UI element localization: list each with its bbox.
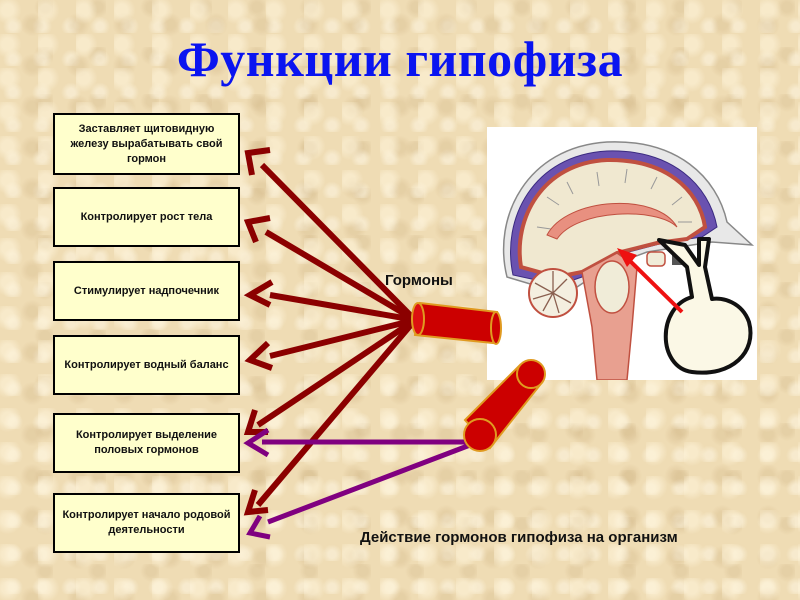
brain-pituitary-icon — [502, 141, 755, 381]
function-box-adrenal: Стимулирует надпочечник — [53, 261, 240, 321]
function-label: Контролирует водный баланс — [64, 358, 229, 371]
brain-section-illustration — [487, 127, 757, 381]
page-title: Функции гипофиза — [176, 31, 624, 87]
function-label: Контролирует рост тела — [80, 210, 213, 223]
function-label: Стимулирует надпочечник — [73, 284, 220, 297]
function-box-growth: Контролирует рост тела — [53, 187, 240, 247]
hormone-cylinder-upper — [411, 301, 502, 345]
function-label: Контролирует начало родовой деятельности — [62, 509, 231, 536]
function-box-thyroid: Заставляет щитовидную железу вырабатыват… — [53, 113, 240, 175]
hormone-cylinder-lower — [463, 359, 546, 452]
second-arrows — [243, 427, 479, 540]
function-label: Заставляет щитовидную железу вырабатыват… — [70, 122, 223, 165]
function-box-labor: Контролирует начало родовой деятельности — [53, 493, 240, 553]
hormones-label: Гормоны — [385, 272, 453, 289]
function-label: Контролирует выделение половых гормонов — [75, 429, 218, 456]
function-box-water-balance: Контролирует водный баланс — [53, 335, 240, 395]
hormone-arrows — [243, 147, 418, 516]
caption: Действие гормонов гипофиза на организм — [360, 529, 678, 546]
function-box-sex-hormones: Контролирует выделение половых гормонов — [53, 413, 240, 473]
